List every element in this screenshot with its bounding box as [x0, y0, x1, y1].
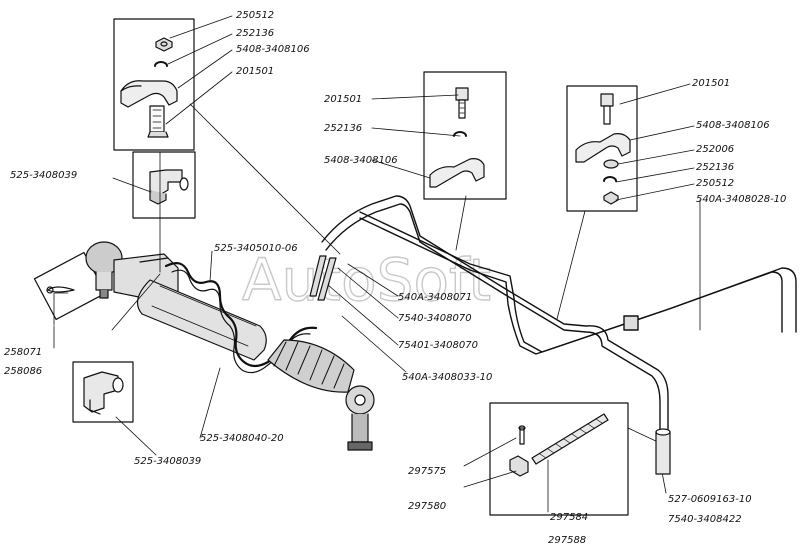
rubber-boot	[267, 339, 355, 393]
clamp-assembly-top-right	[575, 93, 631, 205]
detail-box-cotter-pin	[33, 251, 107, 321]
label-297584: 297584	[550, 512, 588, 523]
pin-and-rod-set	[509, 413, 609, 477]
label-525-3408040-20: 525-3408040-20	[200, 433, 284, 444]
elbow-fitting-bottom	[83, 371, 124, 415]
label-201501-top: 201501	[236, 66, 274, 77]
label-297588: 297588	[548, 535, 586, 546]
label-540A-3408071: 540A-3408071	[398, 292, 472, 303]
label-252136-middle: 252136	[324, 123, 362, 134]
label-525-3408039-bottom: 525-3408039	[134, 456, 201, 467]
detail-box-elbow-bottom	[72, 361, 134, 423]
part-labels: 250512 252136 5408-3408106 201501 525-34…	[4, 10, 786, 546]
clamp-assembly-top-middle	[429, 87, 485, 188]
brake-tube-main	[321, 195, 669, 453]
label-201501-middle: 201501	[324, 94, 362, 105]
label-250512-right: 250512	[696, 178, 734, 189]
label-525-3405010-06: 525-3405010-06	[214, 243, 298, 254]
label-5408-3408106-top: 5408-3408106	[236, 44, 310, 55]
label-7540-3408422: 7540-3408422	[668, 514, 742, 525]
label-525-3408039-top: 525-3408039	[10, 170, 77, 181]
label-201501-right: 201501	[692, 78, 730, 89]
label-5408-3408106-middle: 5408-3408106	[324, 155, 398, 166]
leader-lines	[53, 15, 701, 513]
label-252136-top: 252136	[236, 28, 274, 39]
cotter-pin	[46, 286, 75, 294]
detail-box-top-left	[113, 18, 195, 151]
label-5408-3408106-right: 5408-3408106	[696, 120, 770, 131]
detail-box-top-right	[566, 85, 638, 212]
label-527-0609163-10: 527-0609163-10	[668, 494, 752, 505]
label-75401-3408070: 75401-3408070	[398, 340, 478, 351]
label-297575: 297575	[408, 466, 446, 477]
label-252136-right: 252136	[696, 162, 734, 173]
label-297580: 297580	[408, 501, 446, 512]
watermark-text: AutoSoft	[242, 246, 491, 314]
brake-tube-long	[359, 211, 797, 355]
hose-sleeve	[655, 428, 671, 475]
label-258086: 258086	[4, 366, 42, 377]
elbow-fitting-top	[149, 169, 189, 205]
rod-end	[345, 385, 375, 451]
label-258071: 258071	[4, 347, 42, 358]
label-252006: 252006	[696, 144, 734, 155]
label-540A-3408033-10: 540A-3408033-10	[402, 372, 492, 383]
clamp-assembly-top-left	[120, 37, 178, 138]
detail-box-bottom	[489, 402, 629, 516]
detail-box-top-middle	[423, 71, 507, 200]
label-7540-3408070: 7540-3408070	[398, 313, 472, 324]
label-540A-3408028-10: 540A-3408028-10	[696, 194, 786, 205]
label-250512-top: 250512	[236, 10, 274, 21]
tube-ends-center	[309, 255, 337, 301]
